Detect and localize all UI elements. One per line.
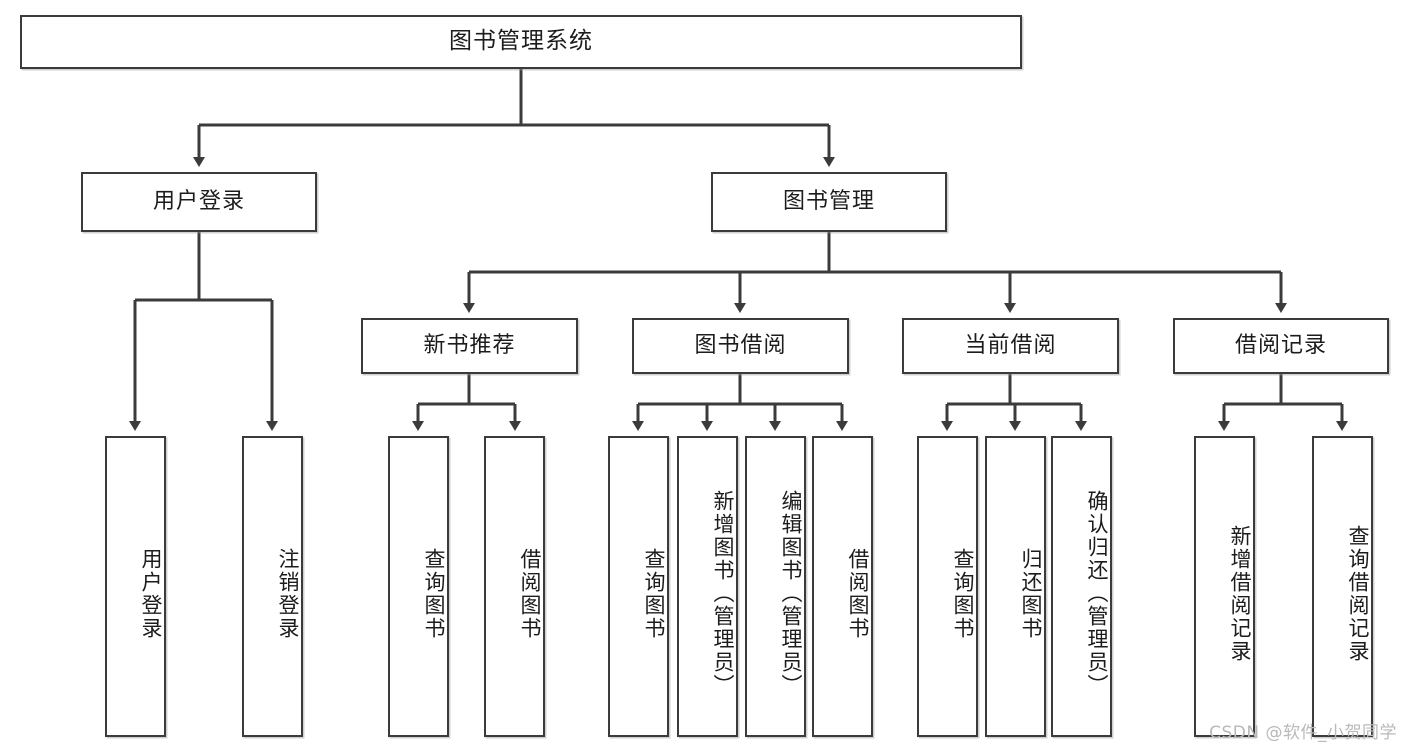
leaf-user-login[interactable]: 用户登录 (105, 436, 166, 737)
node-label: 确认归还（管理员） (1085, 490, 1109, 697)
node-label: 查询图书 (642, 547, 666, 640)
leaf-query-book-borrow[interactable]: 查询图书 (608, 436, 669, 737)
leaf-logout[interactable]: 注销登录 (242, 436, 303, 737)
node-label: 借阅图书 (518, 547, 542, 640)
node-label: 图书管理系统 (449, 28, 593, 55)
leaf-confirm-return-admin[interactable]: 确认归还（管理员） (1051, 436, 1112, 737)
node-new-book-recommend[interactable]: 新书推荐 (361, 318, 578, 374)
node-label: 用户登录 (139, 547, 163, 640)
node-label: 当前借阅 (964, 332, 1057, 358)
node-label: 归还图书 (1019, 547, 1043, 640)
leaf-query-borrow-record[interactable]: 查询借阅记录 (1312, 436, 1373, 737)
node-label: 用户登录 (152, 188, 245, 214)
leaf-query-book-recommend[interactable]: 查询图书 (388, 436, 449, 737)
node-label: 借阅记录 (1234, 332, 1327, 358)
node-root[interactable]: 图书管理系统 (20, 15, 1022, 69)
node-label: 查询借阅记录 (1346, 524, 1370, 663)
node-label: 图书借阅 (694, 332, 787, 358)
node-user-login[interactable]: 用户登录 (81, 172, 317, 232)
node-label: 查询图书 (422, 547, 446, 640)
leaf-add-book-admin[interactable]: 新增图书（管理员） (677, 436, 738, 737)
node-book-management[interactable]: 图书管理 (711, 172, 947, 232)
leaf-return-book[interactable]: 归还图书 (985, 436, 1046, 737)
leaf-add-borrow-record[interactable]: 新增借阅记录 (1194, 436, 1255, 737)
node-label: 新增图书（管理员） (711, 490, 735, 697)
leaf-borrow-book[interactable]: 借阅图书 (812, 436, 873, 737)
watermark: CSDN @软件_小贺同学 (1209, 723, 1397, 743)
node-label: 新书推荐 (423, 332, 516, 358)
node-label: 注销登录 (276, 547, 300, 640)
node-book-borrow[interactable]: 图书借阅 (632, 318, 849, 374)
node-label: 新增借阅记录 (1228, 524, 1252, 663)
leaf-edit-book-admin[interactable]: 编辑图书（管理员） (745, 436, 806, 737)
node-borrow-record[interactable]: 借阅记录 (1173, 318, 1389, 374)
node-label: 编辑图书（管理员） (779, 490, 803, 697)
node-label: 图书管理 (782, 188, 875, 214)
node-label: 查询图书 (951, 547, 975, 640)
leaf-borrow-book-recommend[interactable]: 借阅图书 (484, 436, 545, 737)
node-current-borrow[interactable]: 当前借阅 (902, 318, 1119, 374)
leaf-query-book-current[interactable]: 查询图书 (917, 436, 978, 737)
node-label: 借阅图书 (846, 547, 870, 640)
